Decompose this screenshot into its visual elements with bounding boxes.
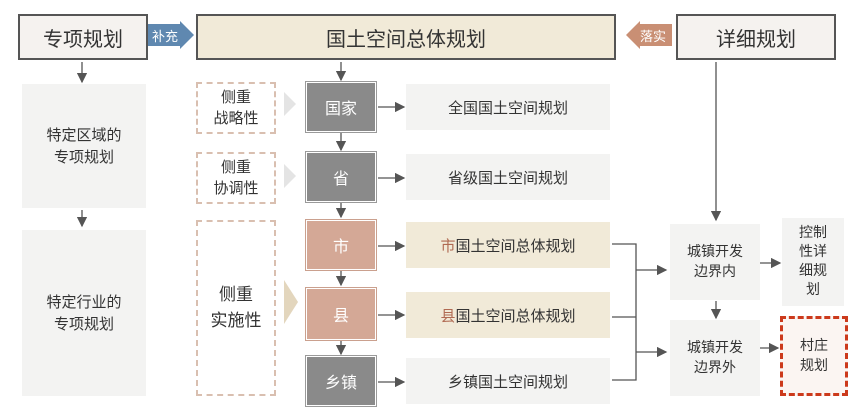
focus-strategic: 侧重 战略性 <box>196 82 276 134</box>
plan-county: 县国土空间总体规划 <box>406 292 610 338</box>
level-county: 县 <box>306 288 376 340</box>
chevron-strategic <box>284 92 296 116</box>
focus-implementation: 侧重 实施性 <box>196 220 276 396</box>
level-national: 国家 <box>306 82 376 132</box>
zone-outside-boundary: 城镇开发 边界外 <box>670 320 760 396</box>
level-township: 乡镇 <box>306 356 376 406</box>
chevron-coordinative <box>284 164 296 188</box>
control-detailed-plan: 控制 性详 细规 划 <box>782 218 844 306</box>
regional-special-plan: 特定区域的 专项规划 <box>22 84 146 208</box>
implement-tag: 落实 <box>626 21 672 49</box>
special-plan-header: 专项规划 <box>18 14 148 60</box>
chevron-implementation <box>284 280 298 324</box>
implement-arrow-icon <box>626 21 672 49</box>
village-plan: 村庄 规划 <box>780 316 848 396</box>
plan-national: 全国国土空间规划 <box>406 84 610 130</box>
focus-coordinative: 侧重 协调性 <box>196 152 276 204</box>
supplement-tag: 补充 <box>148 21 194 49</box>
level-city: 市 <box>306 220 376 270</box>
plan-township: 乡镇国土空间规划 <box>406 358 610 404</box>
industry-special-plan: 特定行业的 专项规划 <box>22 230 146 396</box>
level-provincial: 省 <box>306 152 376 202</box>
detailed-plan-header: 详细规划 <box>676 14 836 60</box>
zone-inside-boundary: 城镇开发 边界内 <box>670 224 760 300</box>
supplement-arrow-icon <box>148 21 194 49</box>
plan-provincial: 省级国土空间规划 <box>406 154 610 200</box>
master-plan-header: 国土空间总体规划 <box>196 14 616 60</box>
plan-city: 市国土空间总体规划 <box>406 222 610 268</box>
